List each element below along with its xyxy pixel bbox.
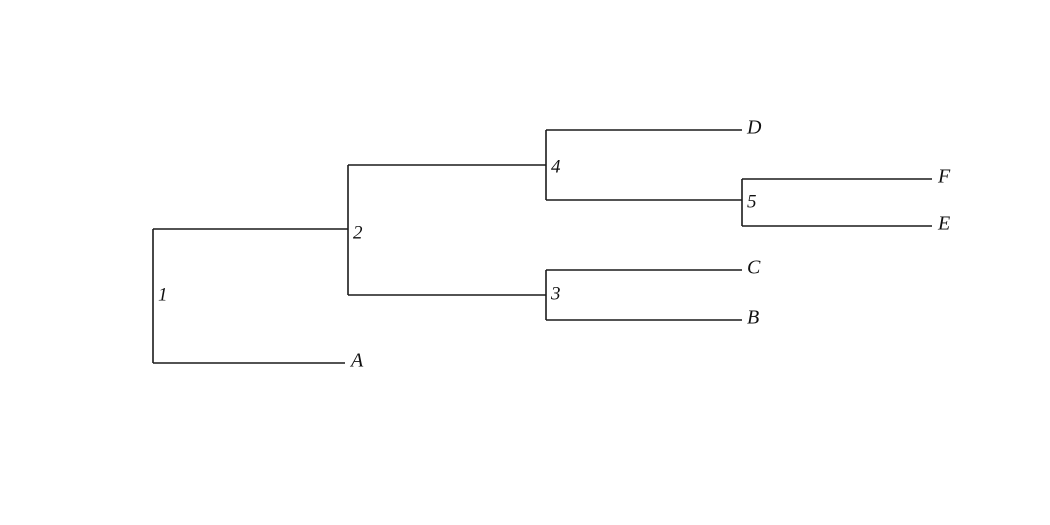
- internal-node-label: 4: [551, 156, 561, 177]
- branch-layer: [152, 129, 932, 364]
- taxon-label: D: [746, 117, 762, 139]
- internal-node-label: 3: [550, 283, 561, 304]
- internal-node-label: 2: [353, 222, 363, 243]
- taxon-label: E: [937, 213, 950, 235]
- taxon-label: B: [747, 307, 759, 329]
- taxon-label: F: [937, 166, 951, 188]
- taxon-label: C: [747, 257, 761, 279]
- taxon-label: A: [349, 350, 364, 372]
- taxon-label-layer: D F E C B A: [349, 117, 951, 372]
- internal-node-label-layer: 1 2 4 3 5: [158, 156, 757, 305]
- internal-node-label: 5: [747, 191, 757, 212]
- internal-node-label: 1: [158, 284, 168, 305]
